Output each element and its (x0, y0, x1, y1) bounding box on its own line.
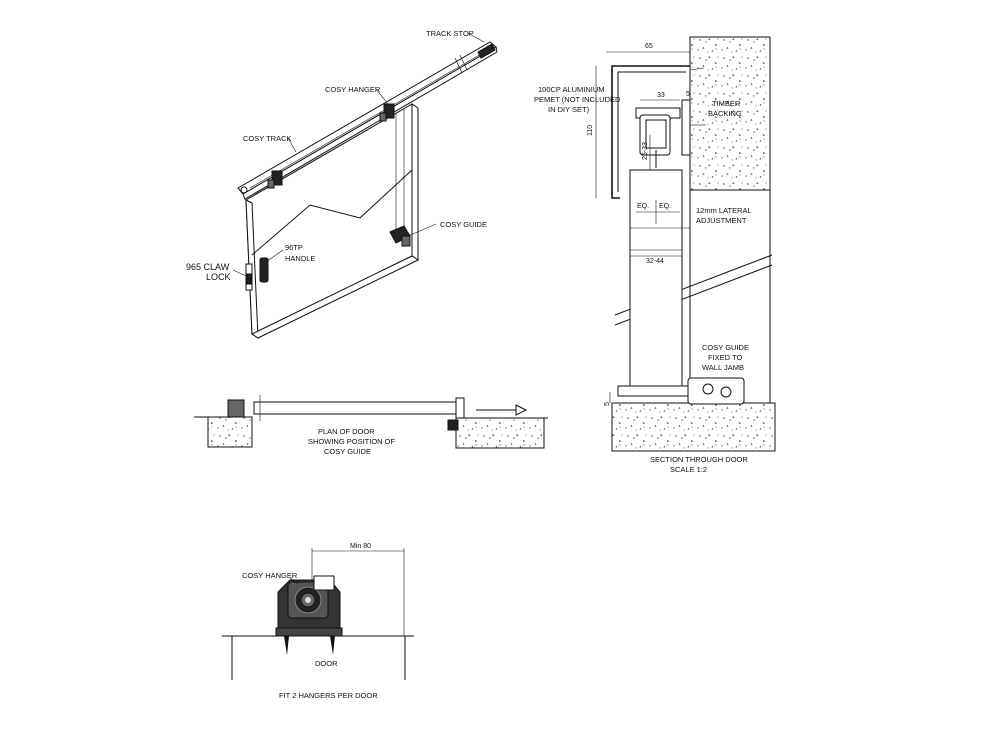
handle-96tp (259, 257, 269, 283)
plan-view (194, 395, 548, 449)
label-lateral-2: ADJUSTMENT (696, 216, 747, 225)
label-plan-3: COSY GUIDE (324, 447, 371, 456)
label-plan-2: SHOWING POSITION OF (308, 437, 396, 446)
isometric-view (232, 32, 498, 339)
label-cosy-guide: COSY GUIDE (440, 220, 487, 229)
section-view (595, 36, 776, 452)
label-handle-2: HANDLE (285, 254, 315, 263)
label-pelmet-2: PEMET (NOT INCLUDED (534, 95, 621, 104)
label-pelmet-1: 100CP ALUMINIUM (538, 85, 605, 94)
label-timber-1: TIMBER (712, 99, 741, 108)
cosy-track (237, 41, 498, 200)
label-guide-wall-1: COSY GUIDE (702, 343, 749, 352)
claw-lock-965 (245, 263, 253, 291)
dim-32-44: 32-44 (646, 258, 664, 265)
dim-eq-1: EQ. (637, 203, 649, 210)
label-guide-wall-2: FIXED TO (708, 353, 742, 362)
label-timber-2: BACKING (708, 109, 742, 118)
dim-eq-2: EQ. (659, 203, 671, 210)
dim-33: 33 (657, 92, 665, 99)
label-cosy-hanger: COSY HANGER (325, 85, 381, 94)
dim-25-33: 25-33 (642, 142, 649, 160)
label-door: DOOR (315, 659, 338, 668)
label-section-2: SCALE 1:2 (670, 465, 707, 474)
label-handle-1: 96TP (285, 243, 303, 252)
dim-5b: 5 (604, 402, 611, 406)
dim-65: 65 (645, 43, 653, 50)
cosy-hanger-iso-2 (379, 103, 395, 122)
label-guide-wall-3: WALL JAMB (702, 363, 744, 372)
dim-110: 110 (587, 125, 594, 136)
cosy-hanger-iso-1 (267, 170, 283, 189)
label-hanger-detail: COSY HANGER (242, 571, 298, 580)
label-claw-lock-1: 965 CLAW (186, 262, 230, 272)
cosy-guide-iso (389, 225, 411, 247)
label-cosy-track: COSY TRACK (243, 134, 292, 143)
label-fit-hangers: FIT 2 HANGERS PER DOOR (279, 691, 378, 700)
dim-5a: 5 (686, 91, 690, 98)
label-lateral-1: 12mm LATERAL (696, 206, 752, 215)
hanger-detail (222, 548, 414, 680)
label-pelmet-3: IN DIY SET) (548, 105, 590, 114)
label-section-1: SECTION THROUGH DOOR (650, 455, 748, 464)
dim-min-80: Min 80 (350, 543, 371, 550)
label-track-stop: TRACK STOP (426, 29, 474, 38)
track-stop (477, 43, 496, 59)
label-claw-lock-2: LOCK (206, 272, 231, 282)
label-plan-1: PLAN OF DOOR (318, 427, 375, 436)
